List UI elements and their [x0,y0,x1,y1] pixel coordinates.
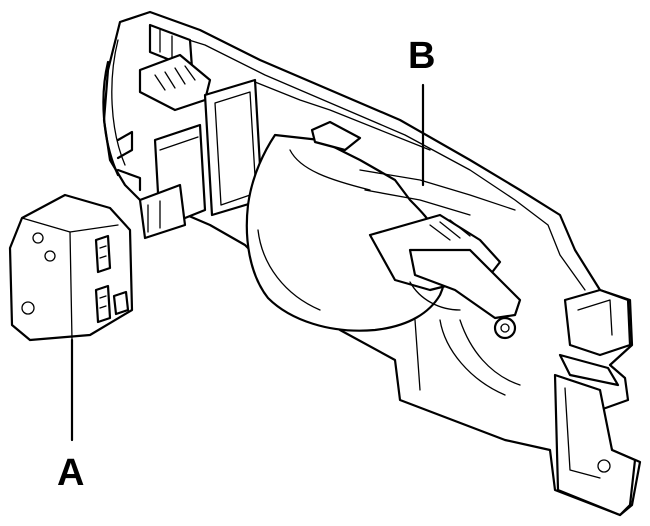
handle-housing [102,10,642,517]
label-b: B [408,35,435,77]
switch-module [8,193,134,342]
label-a: A [57,452,84,494]
